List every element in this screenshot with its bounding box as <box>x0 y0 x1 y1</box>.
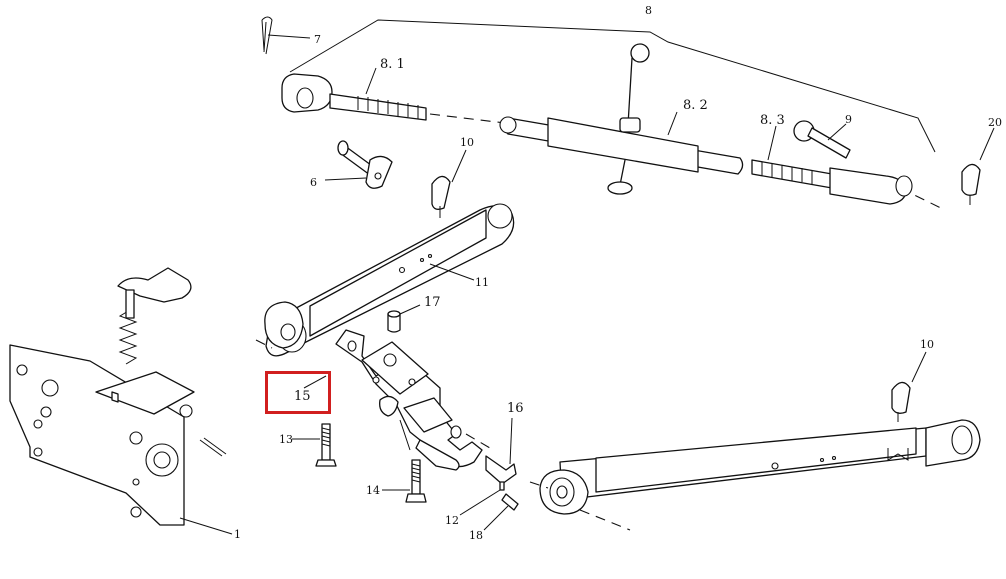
callout-15-leader <box>303 375 327 389</box>
callout-1: 1 <box>234 528 241 541</box>
axis-line <box>255 339 273 349</box>
lower-link-arm <box>539 419 981 515</box>
part-13-bolt <box>292 423 337 467</box>
part-17-bushing <box>387 304 421 333</box>
axis-line <box>529 481 549 489</box>
part-9-pin <box>793 120 851 159</box>
callout-15: 15 <box>294 389 311 404</box>
part-8-2-turnbuckle <box>499 43 744 195</box>
callout-12: 12 <box>445 514 459 527</box>
part-6-pin <box>324 140 393 189</box>
part-1-mounting-plate <box>9 267 233 535</box>
axis-line <box>429 113 506 124</box>
part-14-bolt <box>382 459 427 503</box>
part-20-clip <box>961 127 995 205</box>
part-8-bracket <box>289 19 936 153</box>
callout-7: 7 <box>314 33 321 46</box>
callout-8-3: 8. 3 <box>760 113 785 128</box>
part-8-1-rod <box>281 67 427 121</box>
callout-10-lower: 10 <box>920 338 934 351</box>
callout-18: 18 <box>469 529 483 542</box>
callout-8: 8 <box>645 4 652 17</box>
part-16-plate <box>485 417 517 485</box>
part-12-washer <box>459 481 505 516</box>
callout-11: 11 <box>475 276 489 289</box>
callout-labels: 7 8 8. 1 8. 2 8. 3 9 20 6 10 11 17 10 16… <box>234 4 1002 542</box>
callout-16: 16 <box>507 401 524 416</box>
callout-10-upper: 10 <box>460 136 474 149</box>
part-11-link-arm <box>264 203 515 357</box>
part-10-clip-upper <box>431 149 467 218</box>
callout-8-1: 8. 1 <box>380 57 405 72</box>
callout-8-2: 8. 2 <box>683 98 708 113</box>
part-18-bolt <box>483 493 519 531</box>
part-8-3-rod <box>751 125 913 205</box>
callout-13: 13 <box>279 433 293 446</box>
highlight-box-15[interactable] <box>265 371 331 414</box>
part-10-clip-lower <box>891 351 927 422</box>
callout-14: 14 <box>366 484 380 497</box>
callout-9: 9 <box>845 113 852 126</box>
callout-6: 6 <box>310 176 317 189</box>
axis-line <box>579 509 631 531</box>
part-15-bracket <box>335 329 491 471</box>
part-7-split-pin <box>261 16 311 55</box>
callout-20: 20 <box>988 116 1002 129</box>
callout-17: 17 <box>424 295 441 310</box>
